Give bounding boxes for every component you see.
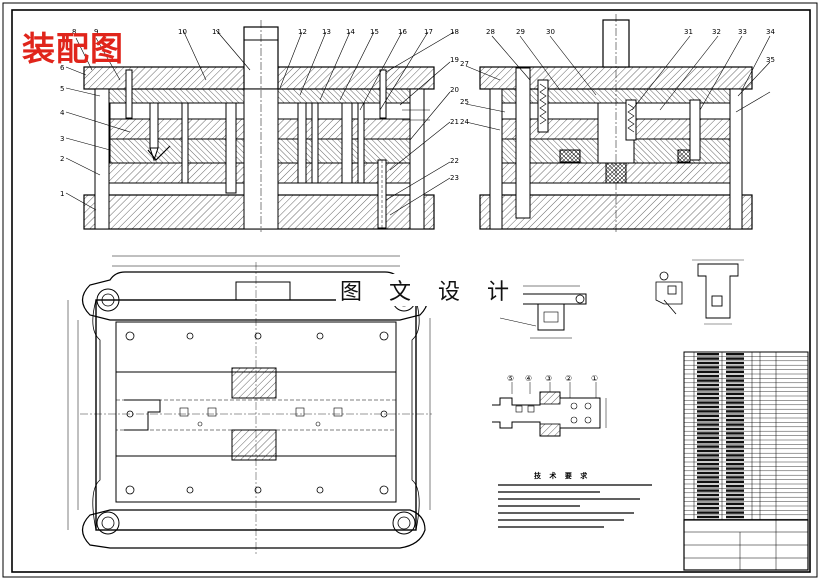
part-number: 22: [450, 157, 459, 165]
part-number: 28: [486, 28, 495, 36]
part-number: 11: [212, 28, 221, 36]
part-number: 24: [460, 118, 469, 126]
left-section-view: [83, 20, 435, 232]
part-number: 16: [398, 28, 407, 36]
right-leaders: [465, 35, 771, 131]
part-numbers-left: 1 2 3 4 5 6 8 9 10 11 12 13 14 15 16 17 …: [60, 28, 459, 198]
part-number: 17: [424, 28, 433, 36]
part-number: 35: [766, 56, 775, 64]
part-number: 23: [450, 174, 459, 182]
part-number: 1: [60, 190, 64, 198]
drawing-title: 装配图: [22, 29, 124, 68]
part-number: 4: [60, 109, 65, 117]
part-number: 19: [450, 56, 459, 64]
station-balloon: ⑤: [507, 374, 514, 383]
left-leaders: [65, 29, 455, 216]
station-balloon: ④: [525, 374, 532, 383]
part-number: 33: [738, 28, 747, 36]
part-number: 6: [60, 64, 65, 72]
strip-balloons: ⑤ ④ ③ ② ①: [507, 374, 598, 383]
part-number: 31: [684, 28, 693, 36]
part-number: 2: [60, 155, 64, 163]
part-sketch-small: [655, 271, 683, 315]
part-number: 12: [298, 28, 307, 36]
tech-requirements-title: 技 术 要 求: [534, 472, 591, 480]
tech-requirements-lines: [498, 484, 652, 528]
part-number: 32: [712, 28, 721, 36]
inner-frame: [11, 9, 811, 573]
part-number: 21: [450, 118, 459, 126]
station-balloon: ①: [591, 374, 598, 383]
part-number: 10: [178, 28, 187, 36]
watermark-text: 图 文 设 计: [336, 274, 523, 306]
part-number: 8: [72, 28, 76, 36]
part-number: 25: [460, 98, 469, 106]
part-number: 15: [370, 28, 379, 36]
part-number: 20: [450, 86, 459, 94]
part-number: 30: [546, 28, 555, 36]
title-block: [683, 519, 809, 571]
right-section-view: [479, 14, 753, 232]
part-number: 14: [346, 28, 355, 36]
parts-list: [683, 351, 809, 521]
station-balloon: ③: [545, 374, 552, 383]
parts-list-cell-fills: [697, 353, 744, 519]
part-number: 27: [460, 60, 469, 68]
station-balloon: ②: [565, 374, 572, 383]
part-number: 34: [766, 28, 775, 36]
strip-layout: [492, 382, 607, 437]
part-number: 3: [60, 135, 64, 143]
part-number: 29: [516, 28, 525, 36]
part-number: 18: [450, 28, 459, 36]
part-number: 5: [60, 85, 64, 93]
part-numbers-right: 28 29 30 31 32 33 34 35 27 25 24: [460, 28, 775, 126]
part-sketch-bracket: [692, 259, 744, 325]
part-number: 9: [94, 28, 98, 36]
part-number: 13: [322, 28, 331, 36]
